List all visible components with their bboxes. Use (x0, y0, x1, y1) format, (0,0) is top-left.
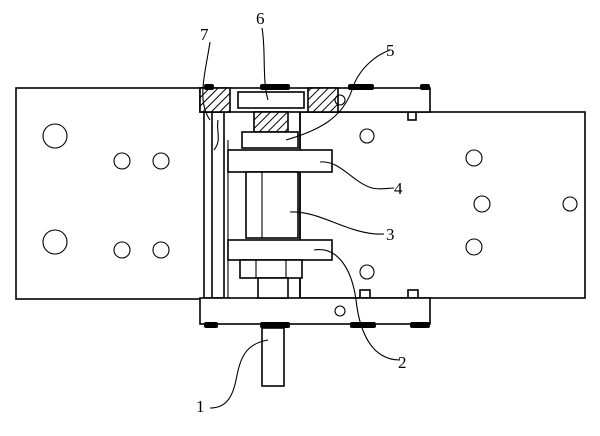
right-plate-hole (465, 238, 483, 256)
right-plate-hole (359, 128, 375, 144)
right-plate-hole (359, 264, 375, 280)
left-plate (15, 87, 207, 300)
upper-plate-4 (227, 149, 333, 173)
right-plate-hole (473, 195, 491, 213)
frame (203, 111, 301, 299)
top-nut-6 (237, 91, 305, 109)
right-plate (299, 111, 586, 299)
label-4: 4 (394, 179, 403, 198)
leader-lines (202, 27, 401, 409)
left-plate-large-hole-bottom (42, 229, 68, 255)
hatched-section-right (307, 87, 339, 113)
right-plate-hole (562, 196, 578, 212)
label-3: 3 (386, 225, 395, 244)
rod-assembly (227, 111, 333, 387)
left-plate-hole (152, 152, 170, 170)
shaft-1 (261, 327, 285, 387)
left-plate-hole (113, 152, 131, 170)
bottom-bar (199, 297, 431, 328)
part-labels: 6 7 5 4 3 2 1 (196, 9, 407, 416)
label-2: 2 (398, 353, 407, 372)
label-5: 5 (386, 41, 395, 60)
left-plate-hole (152, 241, 170, 259)
right-plate-hole (465, 149, 483, 167)
label-7: 7 (200, 25, 209, 44)
spring-body-3 (245, 171, 299, 239)
left-plate-large-hole-top (42, 123, 68, 149)
left-plate-hole (113, 241, 131, 259)
top-bar (199, 84, 431, 113)
label-1: 1 (196, 397, 205, 416)
label-6: 6 (256, 9, 265, 28)
